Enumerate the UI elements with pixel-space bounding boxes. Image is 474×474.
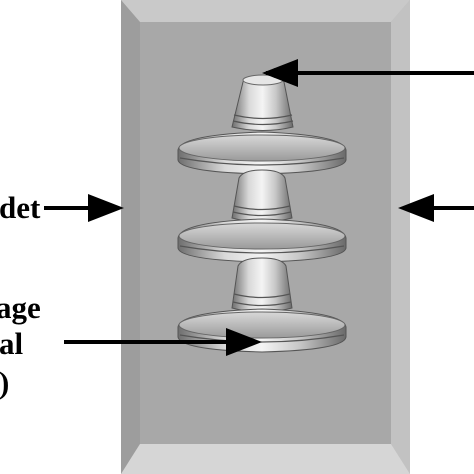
insulator-unit-3 <box>177 257 347 353</box>
label-terminal: al <box>0 326 24 361</box>
chamber-bottom-bevel <box>121 444 410 474</box>
arrow-to-top-cap-head <box>262 59 298 87</box>
label-voltage: age <box>0 290 41 325</box>
label-paren: ) <box>0 365 9 400</box>
chamber-right-bevel <box>391 0 410 474</box>
label-inlet: det <box>0 190 41 225</box>
arrow-to-terminal-head <box>226 328 262 356</box>
annotation-arrows <box>44 59 474 356</box>
chamber-left-bevel <box>121 0 140 474</box>
chamber-top-bevel <box>121 0 410 22</box>
annotation-labels: det age al ) <box>0 190 41 400</box>
insulator-unit-1 <box>177 74 347 175</box>
insulator-unit-2 <box>177 169 347 263</box>
insulator-string <box>177 74 347 353</box>
arrow-outlet-head <box>398 194 434 222</box>
arrow-inlet-head <box>88 194 124 222</box>
